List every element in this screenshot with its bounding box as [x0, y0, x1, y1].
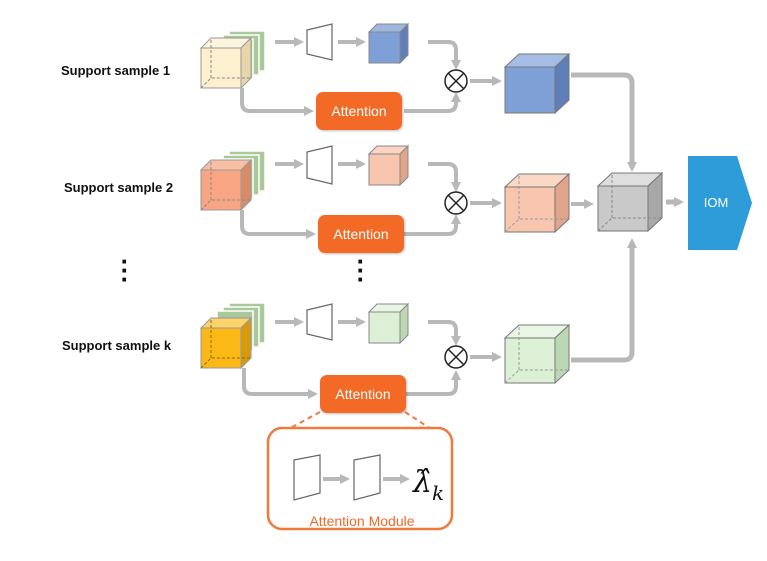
- row-2: [199, 144, 594, 239]
- attention-box-2: Attention: [318, 215, 404, 253]
- multiply-operator-2: [444, 191, 468, 215]
- weighted-cube-k: [503, 323, 571, 385]
- attention-box-1: Attention: [316, 92, 402, 130]
- lambda-symbol: λ̂k: [412, 465, 444, 505]
- sample-label-2: Support sample 2: [64, 180, 174, 195]
- encoder-k: [306, 303, 333, 341]
- input-cube-k: [199, 316, 253, 370]
- encoder-1: [306, 23, 333, 61]
- attention-module-title: Attention Module: [309, 513, 415, 529]
- feature-cube-2: [367, 144, 410, 187]
- module-encoder-1: [293, 454, 321, 501]
- feature-cube-k: [367, 302, 410, 345]
- input-cube-1: [199, 36, 253, 90]
- row-1: [199, 22, 571, 116]
- input-cube-2: [199, 158, 253, 212]
- weighted-cube-2: [503, 172, 571, 234]
- sample-label-k: Support sample k: [62, 338, 172, 353]
- weighted-cube-1: [503, 52, 571, 115]
- ellipsis-left: ···: [120, 246, 130, 294]
- iom-label: IOM: [703, 195, 729, 210]
- attention-module-callout: λ̂k: [266, 411, 454, 531]
- encoder-2: [306, 145, 333, 185]
- ellipsis-center: ···: [356, 246, 366, 294]
- sample-label-1: Support sample 1: [61, 63, 171, 78]
- fusion: [571, 72, 752, 363]
- multiply-operator-1: [444, 69, 468, 93]
- module-encoder-2: [353, 454, 381, 501]
- row-k: [199, 302, 571, 399]
- attention-box-k: Attention: [320, 375, 406, 413]
- multiply-operator-k: [444, 345, 468, 369]
- fused-cube: [596, 171, 664, 233]
- iom-block: [688, 156, 752, 250]
- feature-cube-1: [367, 22, 410, 65]
